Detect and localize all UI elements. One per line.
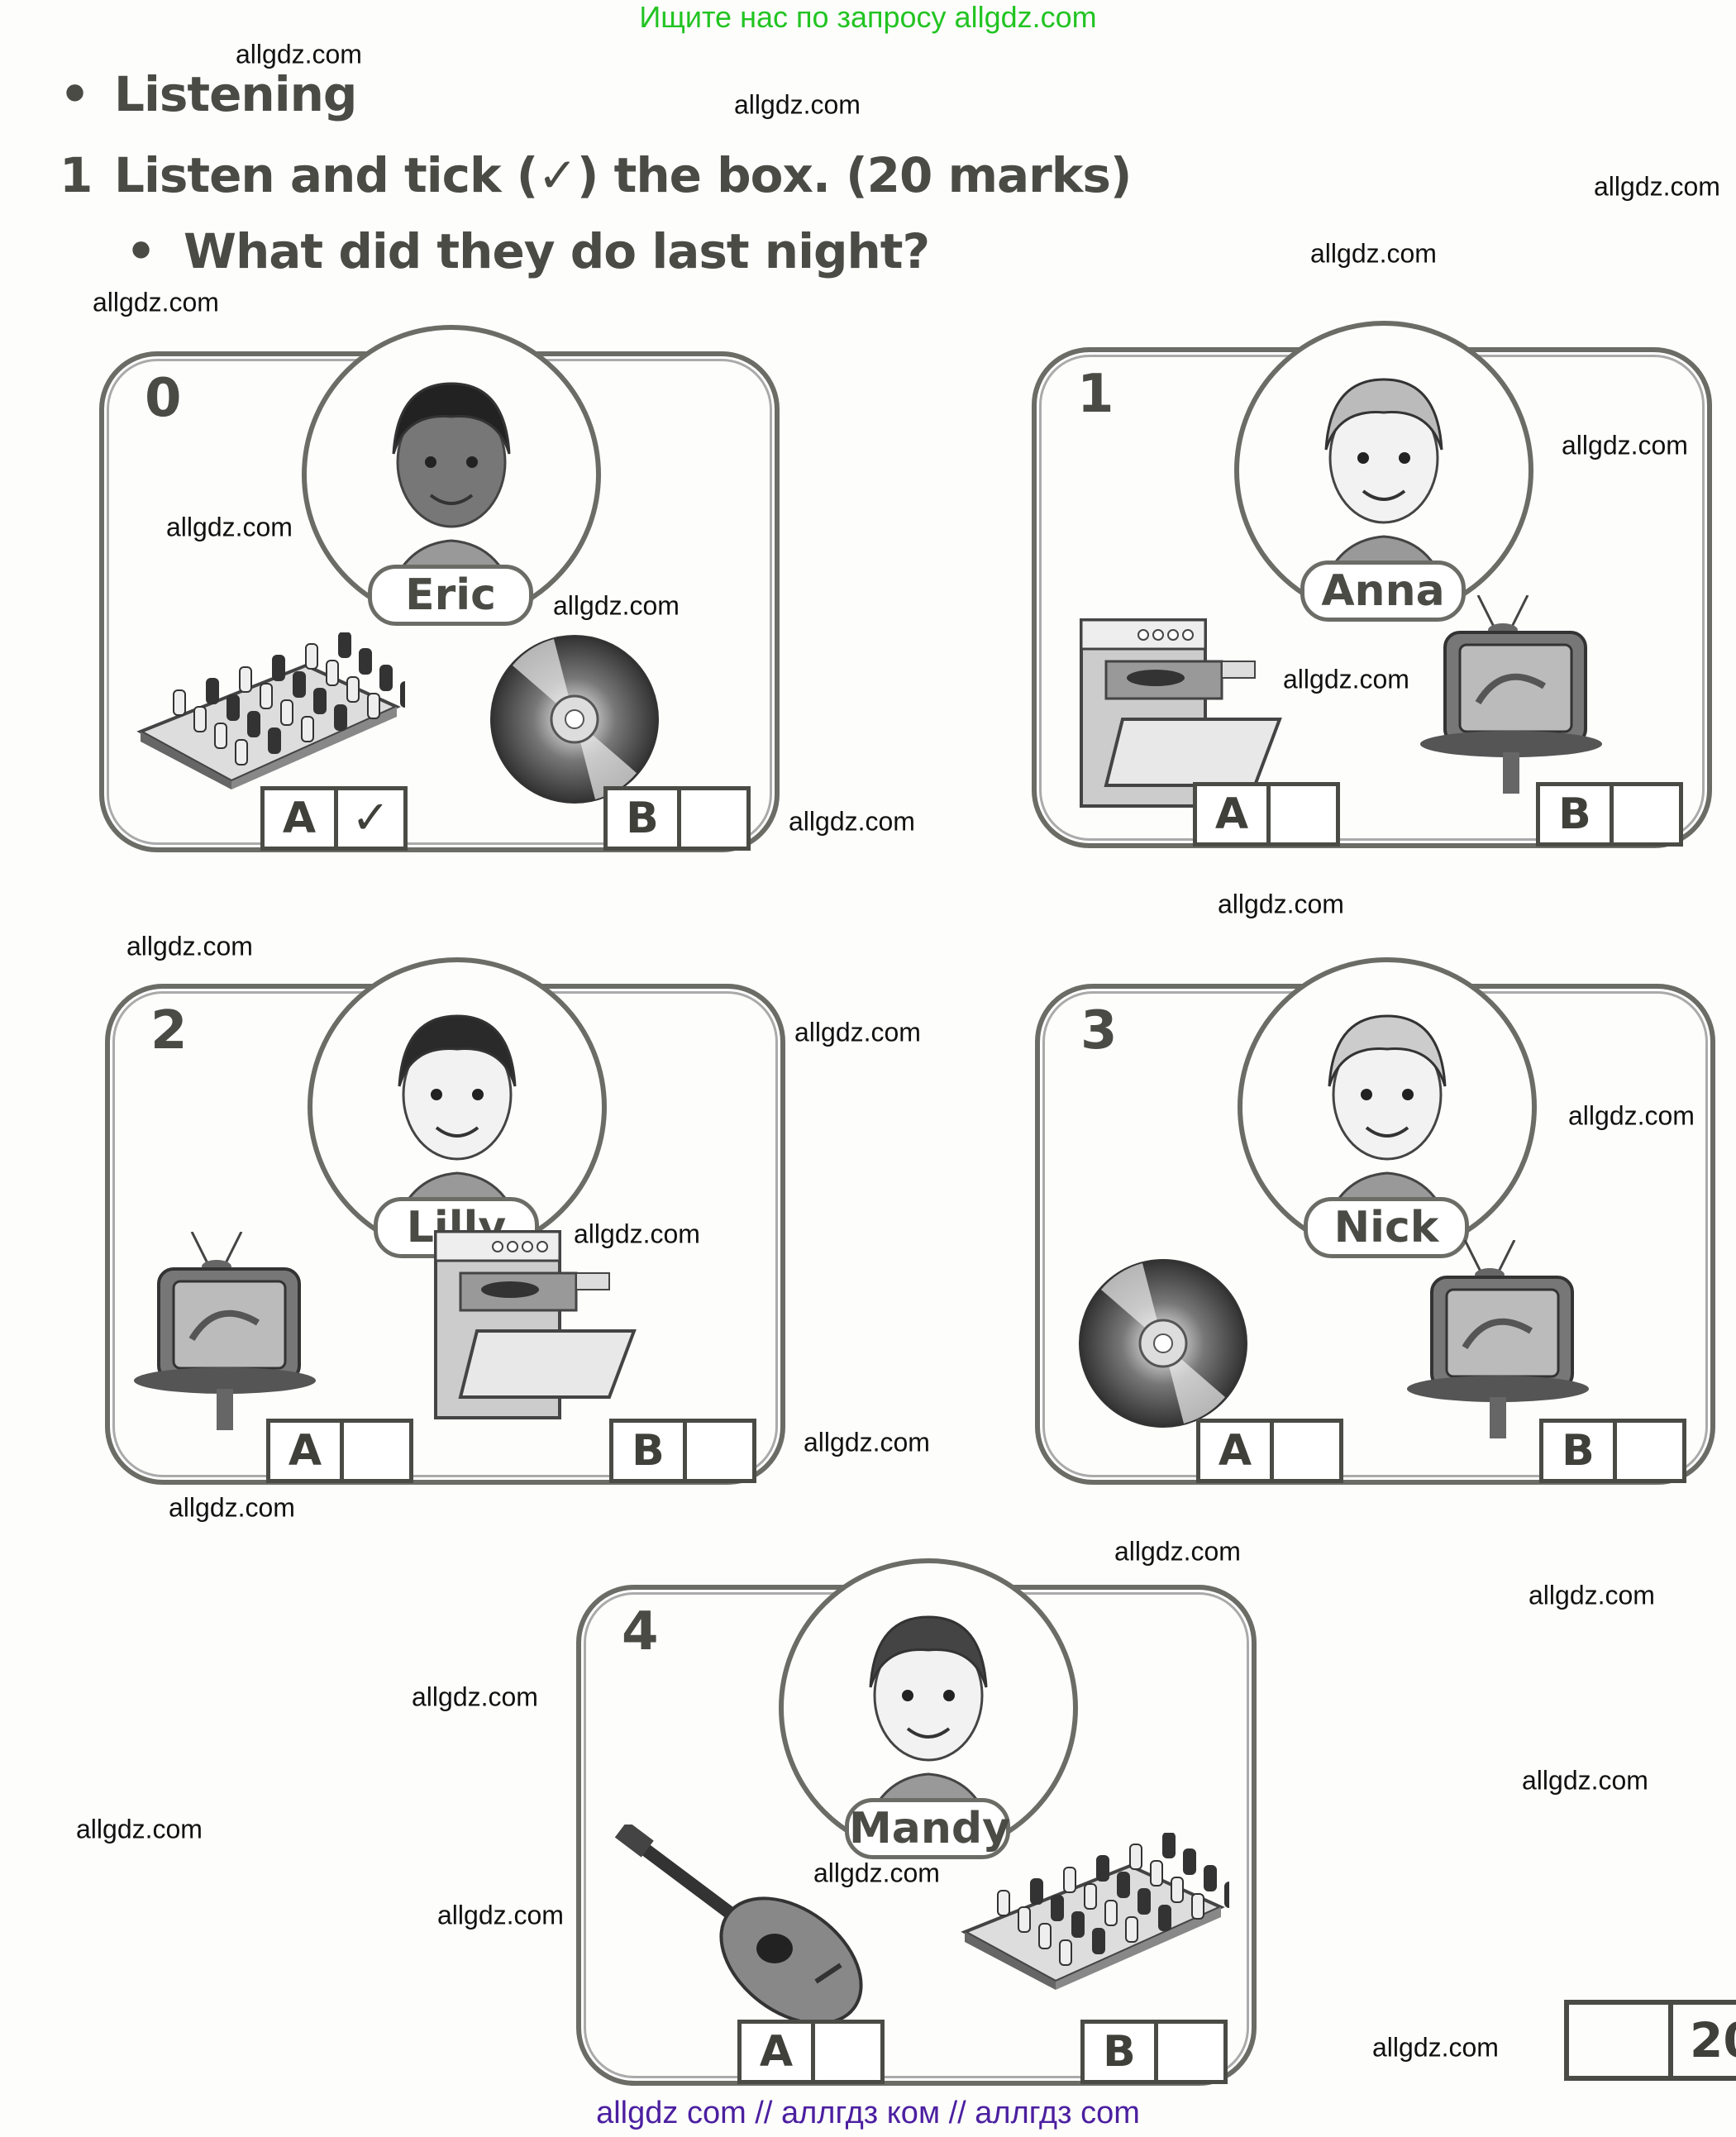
tv-icon [1407,1239,1597,1442]
watermark: allgdz.com [1594,171,1720,202]
watermark: allgdz.com [813,1858,940,1888]
option-label: A [270,1423,344,1479]
panel-number: 0 [145,368,182,429]
tick-box[interactable] [687,1423,752,1479]
watermark: allgdz.com [789,806,915,837]
option-label: A [742,2024,815,2080]
tick-box[interactable] [1274,1423,1339,1479]
option-label: B [1540,786,1614,842]
watermark: allgdz.com [1310,238,1437,269]
watermark: allgdz.com [166,512,293,542]
score-total: 20 [1690,2012,1736,2068]
option-b-box[interactable]: B [1536,782,1683,847]
watermark: allgdz.com [1522,1765,1648,1796]
tick-box[interactable] [815,2024,880,2080]
watermark: allgdz.com [1529,1580,1655,1610]
oven-icon [1073,612,1288,813]
cd-icon [488,632,661,809]
watermark: allgdz.com [1568,1100,1695,1131]
section-title: Listening [114,66,357,122]
bullet: • [126,223,156,279]
option-a-box[interactable]: A✓ [260,786,408,851]
score-box: 20 [1564,2000,1736,2081]
option-label: A [265,790,338,847]
watermark: allgdz.com [412,1681,538,1712]
panel-number: 2 [150,1000,188,1061]
panel-0: 0 Eric A✓ B [99,325,780,852]
watermark: allgdz.com [1114,1536,1241,1567]
panel-3: 3 Nick A B [1035,957,1715,1485]
score-input[interactable] [1569,2005,1673,2076]
tick-box[interactable] [1614,786,1679,842]
exercise-question: What did they do last night? [184,223,930,279]
watermark: allgdz.com [93,287,219,317]
bullet: • [60,66,90,122]
watermark: allgdz.com [236,39,362,69]
watermark: allgdz.com [553,590,680,621]
tick-box[interactable] [1271,786,1336,842]
panel-number: 3 [1080,1000,1118,1061]
watermark: allgdz.com [437,1900,564,1930]
chess-icon [124,632,413,793]
option-label: B [1085,2024,1158,2080]
watermark: allgdz.com [1372,2032,1499,2063]
watermark: allgdz.com [1562,430,1688,460]
panel-number: 1 [1077,364,1114,425]
tick-box[interactable]: ✓ [351,791,390,845]
option-a-box[interactable]: A [737,2020,885,2084]
watermark: allgdz.com [794,1017,921,1047]
watermark: allgdz.com [734,89,861,120]
header-banner[interactable]: Ищите нас по запросу allgdz.com [639,0,1097,34]
option-label: A [1200,1423,1274,1479]
watermark: allgdz.com [126,931,253,961]
option-label: B [613,1423,687,1479]
cd-icon [1076,1257,1250,1433]
watermark: allgdz.com [574,1219,700,1249]
option-label: B [1543,1423,1617,1479]
person-name: Mandy [845,1798,1010,1859]
tv-icon [134,1231,324,1433]
person-name: Anna [1300,560,1466,622]
footer-links[interactable]: allgdz com // аллгдз ком // аллгдз com [596,2096,1140,2130]
exercise-instruction: Listen and tick (✓) the box. (20 marks) [114,147,1132,203]
panel-2: 2 Lilly A B [105,957,785,1485]
panel-1: 1 Anna A B [1032,321,1712,848]
option-label: A [1197,786,1271,842]
oven-icon [427,1224,642,1425]
option-a-box[interactable]: A [266,1419,413,1483]
watermark: allgdz.com [1218,889,1344,919]
person-name: Nick [1304,1197,1469,1258]
panel-number: 4 [622,1601,659,1662]
option-label: B [608,790,681,847]
option-b-box[interactable]: B [603,786,751,851]
tick-box[interactable] [344,1423,409,1479]
option-b-box[interactable]: B [1539,1419,1686,1483]
watermark: allgdz.com [1283,664,1409,694]
exercise-number: 1 [60,147,93,203]
person-name: Eric [368,565,533,626]
tick-box[interactable] [681,790,746,847]
option-b-box[interactable]: B [1080,2020,1228,2084]
chess-icon [948,1832,1238,1993]
panel-4: 4 Mandy A B [576,1558,1257,2086]
guitar-icon [609,1820,882,2026]
tick-box[interactable] [1158,2024,1223,2080]
watermark: allgdz.com [804,1427,930,1457]
watermark: allgdz.com [169,1492,295,1523]
option-a-box[interactable]: A [1193,782,1340,847]
watermark: allgdz.com [76,1814,203,1844]
tick-box[interactable] [1617,1423,1682,1479]
option-b-box[interactable]: B [609,1419,756,1483]
tv-icon [1420,594,1610,797]
option-a-box[interactable]: A [1196,1419,1343,1483]
